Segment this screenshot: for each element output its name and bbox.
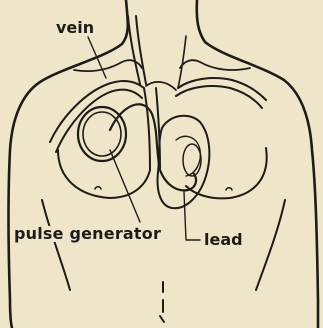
neck-left-outline <box>9 0 128 328</box>
jugular-vein-a <box>128 16 140 84</box>
nipple-left <box>95 187 101 189</box>
pulse-generator-inner <box>83 112 121 156</box>
label-vein: vein <box>54 20 96 36</box>
label-pulse-generator: pulse generator <box>12 226 163 242</box>
vein-left-wall-b <box>56 90 142 152</box>
underarm-right <box>256 200 285 290</box>
vein-junction <box>146 82 176 90</box>
navel <box>160 282 164 322</box>
heart-inner <box>176 136 200 176</box>
clavicle-right <box>180 60 250 70</box>
chest-curve-left <box>58 150 150 198</box>
neck-right-outline <box>197 0 318 328</box>
underarm-left <box>42 200 70 290</box>
vena-cava-left <box>144 88 150 170</box>
vein-right-wall-b <box>176 86 262 108</box>
chest-curve-right <box>186 148 267 198</box>
nipple-right <box>226 188 232 190</box>
heart-chamber <box>183 144 201 176</box>
pulse-generator-outer <box>78 107 126 161</box>
label-lead: lead <box>202 232 245 248</box>
leader-pulse-generator <box>110 150 140 222</box>
